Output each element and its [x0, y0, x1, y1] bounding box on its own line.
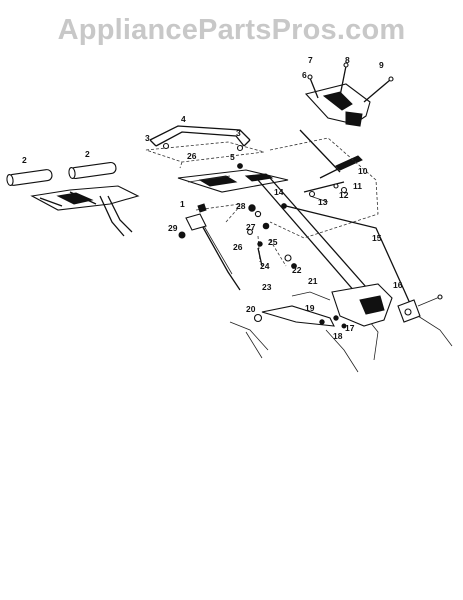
upper-handle-bar — [149, 125, 251, 147]
callout-18: 18 — [333, 331, 343, 341]
callout-21: 21 — [308, 276, 318, 286]
control-box-cover — [304, 62, 394, 127]
handle-pivot-bolts — [162, 142, 244, 169]
callout-6: 6 — [302, 70, 307, 80]
callout-2-left: 2 — [22, 155, 27, 165]
callout-8: 8 — [345, 55, 350, 65]
callout-27: 27 — [246, 222, 256, 232]
hand-grip-left — [6, 169, 53, 187]
callout-25: 25 — [268, 237, 278, 247]
callout-24: 24 — [260, 261, 270, 271]
callout-20: 20 — [246, 304, 256, 314]
callout-23: 23 — [262, 282, 272, 292]
handle-bracket-left — [30, 185, 140, 237]
callout-14: 14 — [274, 187, 284, 197]
hand-grip-right — [68, 161, 117, 180]
callout-labels: 1 2 2 3 3 4 5 6 7 8 9 10 11 12 13 14 15 … — [22, 55, 403, 341]
callout-4: 4 — [181, 114, 186, 124]
callout-17: 17 — [345, 323, 355, 333]
main-handle-tube — [257, 129, 375, 301]
callout-7: 7 — [308, 55, 313, 65]
callout-29: 29 — [168, 223, 178, 233]
small-hardware — [247, 203, 297, 269]
callout-26-upper: 26 — [187, 151, 197, 161]
callout-13: 13 — [318, 197, 328, 207]
callout-1: 1 — [180, 199, 185, 209]
watermark-logo: AppliancePartsPros.com — [57, 14, 406, 46]
rod-bracket — [178, 203, 207, 239]
callout-11: 11 — [353, 181, 362, 191]
handle-assembly-drawing — [6, 62, 453, 373]
callout-3-left: 3 — [145, 133, 150, 143]
callout-2-right: 2 — [85, 149, 90, 159]
callout-3-right: 3 — [236, 128, 241, 138]
callout-5: 5 — [230, 152, 235, 162]
drive-lever — [303, 155, 363, 203]
callout-28: 28 — [236, 201, 246, 211]
handle-mount-plate — [177, 169, 289, 193]
callout-26-lower: 26 — [233, 242, 243, 252]
callout-15: 15 — [372, 233, 382, 243]
callout-22: 22 — [292, 265, 302, 275]
deck-outline — [229, 291, 453, 373]
callout-12: 12 — [339, 190, 349, 200]
shift-rod — [199, 221, 241, 291]
callout-10: 10 — [358, 166, 368, 176]
control-panel-outline — [145, 141, 265, 169]
control-cable — [285, 205, 413, 309]
callout-19: 19 — [305, 303, 315, 313]
callout-9: 9 — [379, 60, 384, 70]
lower-lever — [253, 305, 347, 329]
callout-16: 16 — [393, 280, 403, 290]
lower-mount-bracket — [331, 283, 443, 327]
